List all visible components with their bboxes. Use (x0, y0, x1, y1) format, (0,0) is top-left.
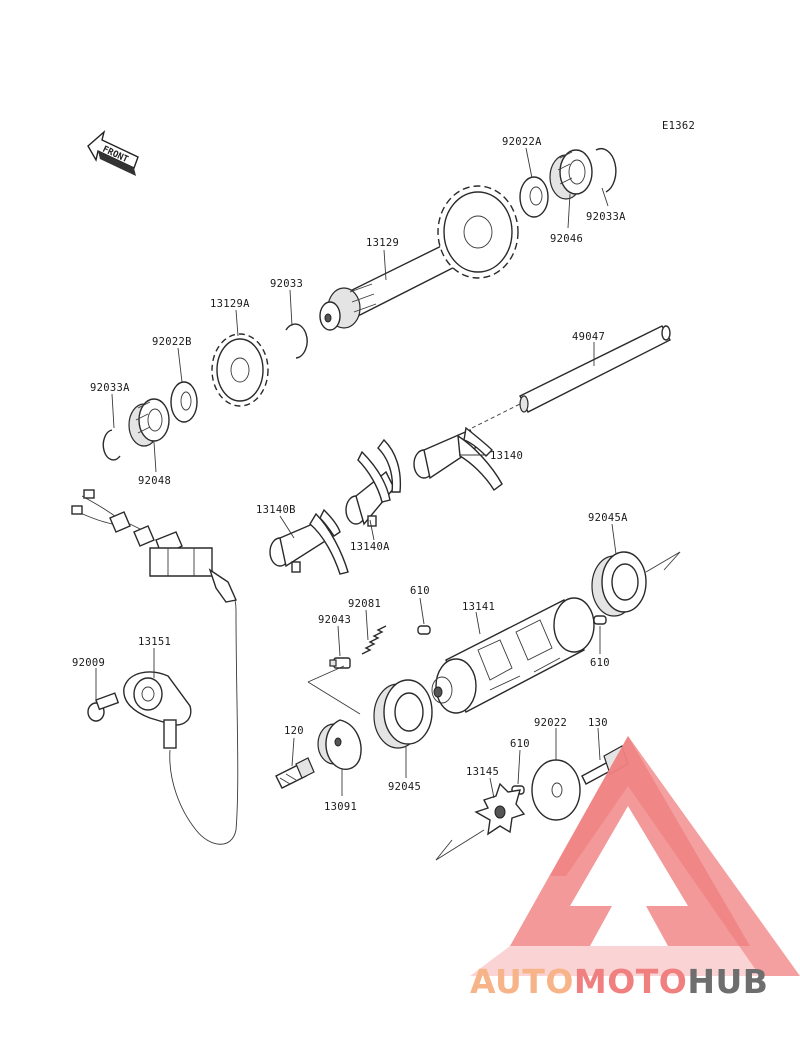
callout-92045: 92045 (388, 781, 421, 793)
callout-13140: 13140 (490, 450, 523, 462)
brand-part-hub: HUB (687, 962, 769, 1001)
callout-13140B: 13140B (256, 504, 296, 516)
callout-13141: 13141 (462, 601, 495, 613)
callout-130: 130 (588, 717, 608, 729)
callout-610-right: 610 (590, 657, 610, 669)
callout-92033A-top: 92033A (586, 211, 626, 223)
gear-13129 (437, 185, 519, 279)
bearing-92046 (549, 149, 593, 200)
callout-92048: 92048 (138, 475, 171, 487)
callout-13129: 13129 (366, 237, 399, 249)
plate-13145 (474, 782, 526, 836)
callout-92045A: 92045A (588, 512, 628, 524)
circlip-92033 (285, 323, 308, 359)
screw-92009 (87, 692, 120, 722)
callout-92043: 92043 (318, 614, 351, 626)
diagram-code: E1362 (662, 120, 695, 132)
brand-part-moto: MOTO (573, 962, 688, 1001)
brand-part-auto: AUTO (470, 962, 574, 1001)
callout-610-bottom: 610 (510, 738, 530, 750)
callout-92022B: 92022B (152, 336, 192, 348)
pin-610-right (593, 615, 607, 625)
callout-92022: 92022 (534, 717, 567, 729)
callout-610-top: 610 (410, 585, 430, 597)
callout-92046: 92046 (550, 233, 583, 245)
leader-lines (95, 147, 617, 799)
automotohub-wordmark: AUTOMOTOHUB (470, 962, 768, 1001)
bolt-120 (275, 757, 315, 789)
washer-92022B (170, 381, 198, 423)
pin-610-top (417, 625, 431, 635)
callout-92081: 92081 (348, 598, 381, 610)
callout-120: 120 (284, 725, 304, 737)
bearing-92048 (128, 398, 170, 447)
shift-drum-13141 (431, 597, 595, 714)
callout-13140A: 13140A (350, 541, 390, 553)
fork-13140B (269, 508, 349, 575)
washer-92022A (519, 176, 549, 218)
fork-13140A (345, 438, 402, 527)
callout-49047: 49047 (572, 331, 605, 343)
front-arrow-icon: FRONT (87, 130, 139, 176)
circlip-92033A-left (102, 429, 121, 461)
automotohub-logo-icon (470, 736, 800, 976)
callout-92033: 92033 (270, 278, 303, 290)
callout-13151: 13151 (138, 636, 171, 648)
wire-harness (71, 489, 239, 845)
bearing-92045 (373, 679, 433, 749)
shift-rod-49047 (519, 325, 671, 413)
gear-13129A (211, 333, 269, 407)
pin-92043 (329, 657, 351, 669)
callout-13145: 13145 (466, 766, 499, 778)
circlip-92033A-top (595, 148, 617, 193)
cam-13091 (317, 719, 362, 770)
callout-13091: 13091 (324, 801, 357, 813)
callout-13129A: 13129A (210, 298, 250, 310)
callout-92033A-left: 92033A (90, 382, 130, 394)
callout-92009: 92009 (72, 657, 105, 669)
bearing-92045A (591, 551, 647, 617)
sensor-13151 (123, 671, 192, 749)
callout-92022A: 92022A (502, 136, 542, 148)
spring-92081 (361, 625, 387, 655)
fork-13140 (413, 426, 503, 492)
